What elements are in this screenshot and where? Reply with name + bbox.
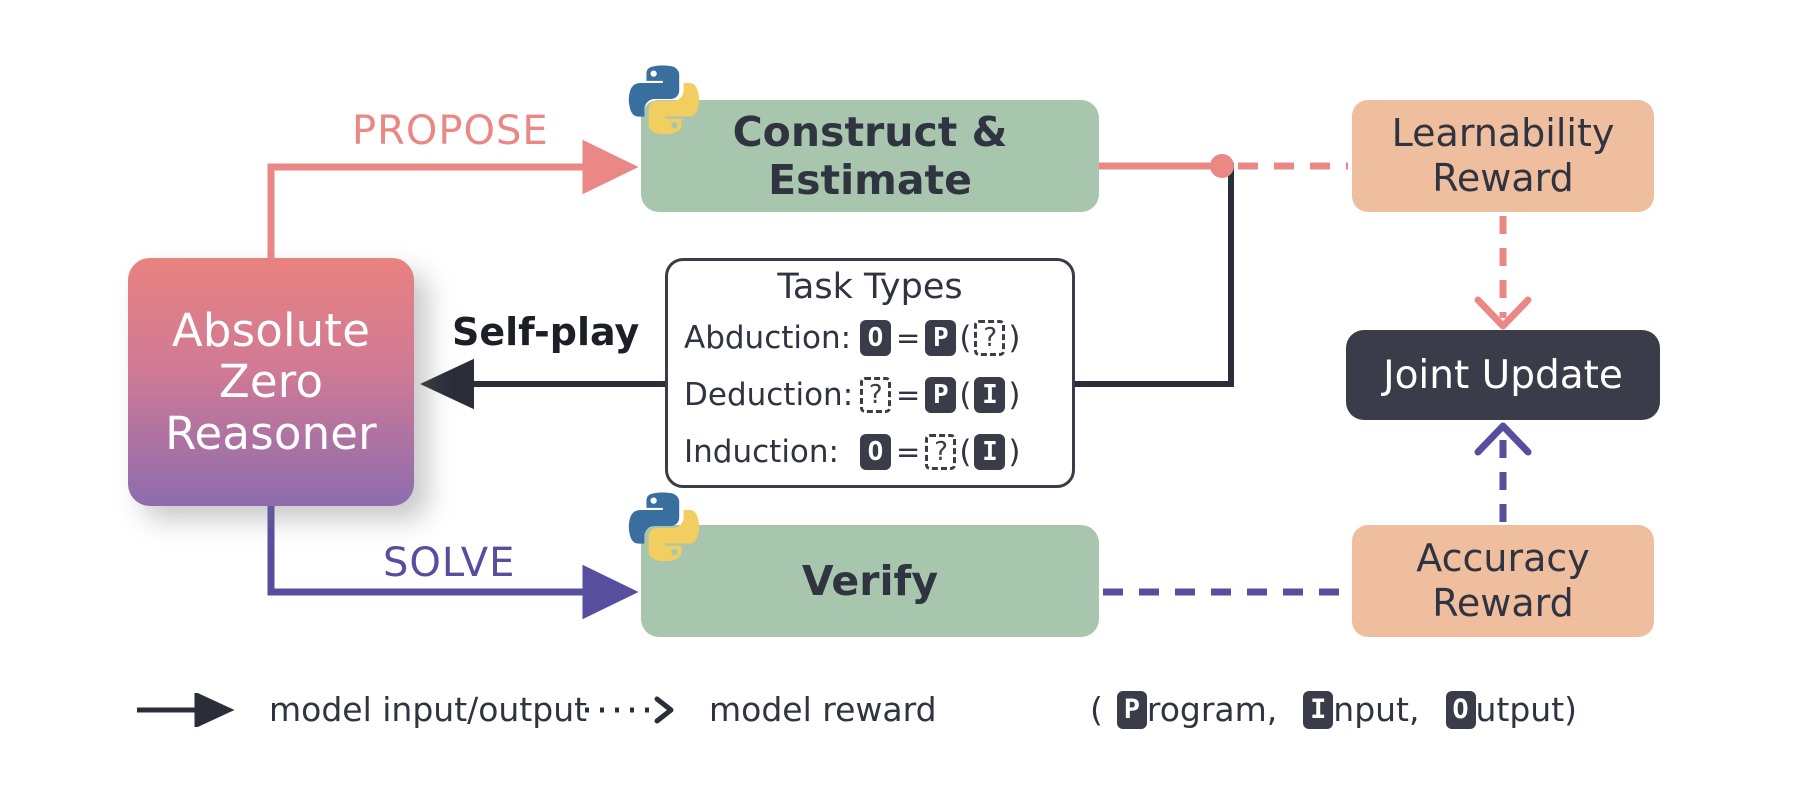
chip-input: I	[974, 433, 1006, 470]
equals-sign: =	[896, 434, 921, 469]
task-type-row-abduction: Abduction: O = P ( ? )	[668, 309, 1072, 366]
close-paren: )	[1008, 433, 1021, 470]
learnability-reward-line-2: Reward	[1432, 156, 1574, 200]
propose-label: PROPOSE	[352, 108, 549, 154]
chip-program: P	[925, 376, 957, 413]
close-paren: )	[1008, 376, 1021, 413]
learnability-reward-line-1: Learnability	[1391, 111, 1615, 156]
solid-arrow-icon	[137, 692, 235, 727]
task-type-name-induction: Induction:	[684, 433, 839, 470]
accuracy-reward-line-2: Reward	[1432, 581, 1574, 625]
equals-sign: =	[896, 377, 921, 412]
accuracy-to-joint-arrowhead	[1474, 422, 1532, 456]
chip-program: P	[925, 319, 957, 356]
verify-node[interactable]: Verify	[641, 525, 1099, 637]
chip-output: O	[860, 319, 891, 356]
dashed-arrow-icon	[585, 696, 674, 723]
task-type-equation-induction: O = ? ( I )	[860, 433, 1022, 470]
open-paren: (	[959, 433, 972, 470]
chip-output: O	[860, 433, 891, 470]
task-type-row-deduction: Deduction: ? = P ( I )	[668, 366, 1072, 423]
legend-item-model-io: model input/output	[135, 690, 587, 729]
learnability-to-joint-arrowhead	[1474, 296, 1532, 330]
solve-label: SOLVE	[383, 540, 516, 586]
tuple-program-rest: rogram,	[1146, 690, 1278, 729]
task-type-name-deduction: Deduction:	[684, 376, 854, 413]
azr-line-2: Zero	[218, 355, 324, 409]
joint-update-node[interactable]: Joint Update	[1346, 330, 1660, 420]
propose-arrow	[267, 139, 639, 258]
task-type-name-abduction: Abduction:	[684, 319, 852, 356]
chip-program: P	[1116, 690, 1147, 729]
construct-estimate-label: Construct & Estimate	[732, 108, 1008, 204]
tuple-open-paren: (	[1090, 690, 1103, 729]
verify-label: Verify	[801, 557, 939, 605]
joint-update-label: Joint Update	[1383, 352, 1623, 398]
task-type-equation-abduction: O = P ( ? )	[860, 319, 1022, 356]
chip-input: I	[1303, 690, 1334, 729]
selfplay-label: Self-play	[452, 310, 640, 354]
tuple-input-rest: nput,	[1333, 690, 1420, 729]
legend-item-model-reward: model reward	[583, 690, 937, 729]
tuple-output-rest: utput)	[1475, 690, 1578, 729]
open-paren: (	[959, 376, 972, 413]
absolute-zero-reasoner-node[interactable]: Absolute Zero Reasoner	[128, 258, 414, 506]
azr-line-3: Reasoner	[165, 406, 377, 460]
legend: model input/output model reward ( P rogr…	[0, 690, 1796, 760]
legend-label-model-reward: model reward	[709, 690, 937, 729]
close-paren: )	[1008, 319, 1021, 356]
accuracy-reward-node[interactable]: Accuracy Reward	[1352, 525, 1654, 637]
chip-output: O	[1445, 690, 1476, 729]
chip-unknown: ?	[860, 376, 891, 413]
open-paren: (	[959, 319, 972, 356]
legend-item-pio-tuple: ( P rogram, I nput, O utput)	[1090, 690, 1577, 729]
learnability-junction-dot	[1210, 154, 1234, 178]
legend-label-model-io: model input/output	[269, 690, 588, 729]
task-type-equation-deduction: ? = P ( I )	[860, 376, 1022, 413]
task-types-title: Task Types	[777, 267, 963, 307]
python-logo-icon	[628, 492, 700, 561]
learnability-reward-node[interactable]: Learnability Reward	[1352, 100, 1654, 212]
azr-line-1: Absolute	[171, 304, 371, 358]
chip-unknown: ?	[974, 319, 1006, 356]
python-logo-icon	[628, 65, 700, 134]
construct-estimate-node[interactable]: Construct & Estimate	[641, 100, 1099, 212]
equals-sign: =	[896, 320, 921, 355]
chip-unknown: ?	[925, 433, 957, 470]
accuracy-reward-line-1: Accuracy	[1416, 536, 1590, 581]
chip-input: I	[974, 376, 1006, 413]
task-type-row-induction: Induction: O = ? ( I )	[668, 423, 1072, 480]
task-types-card: Task Types Abduction: O = P ( ? ) Deduct…	[665, 258, 1075, 488]
